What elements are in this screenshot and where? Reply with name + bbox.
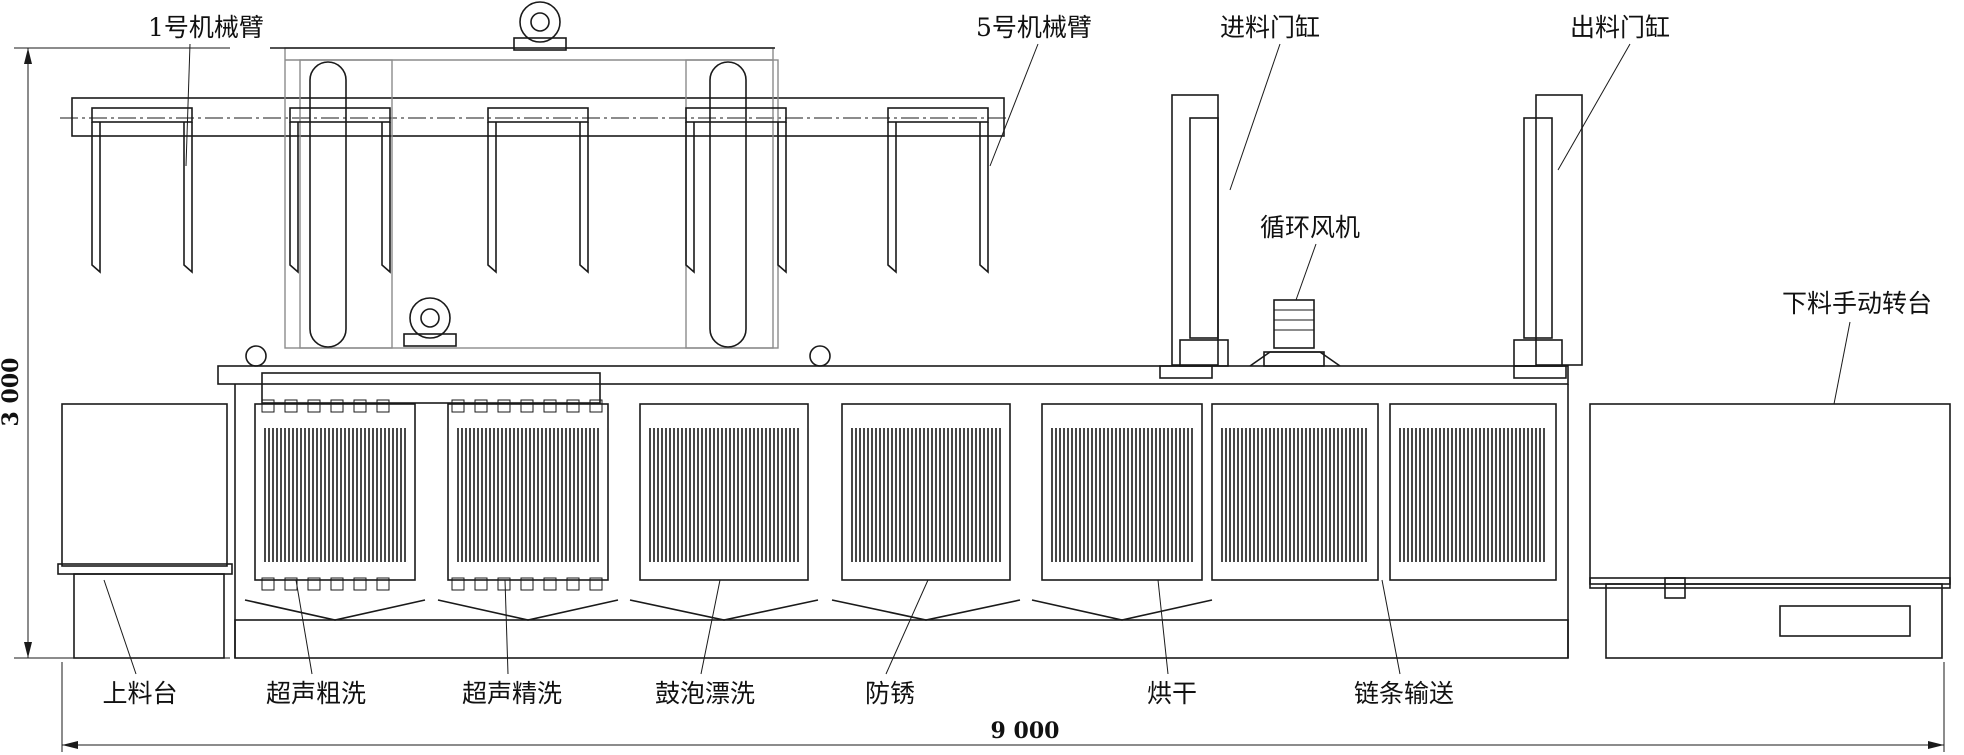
leader-line xyxy=(295,579,313,675)
label-arm5: 5号机械臂 xyxy=(976,13,1092,42)
label-bottom-4: 鼓泡漂洗 xyxy=(655,679,755,708)
leader-line xyxy=(885,579,929,675)
tank-4 xyxy=(831,403,1021,621)
leader-line xyxy=(1157,579,1169,675)
label-outlet-cylinder: 出料门缸 xyxy=(1570,13,1670,42)
basket-rack xyxy=(649,428,799,562)
width-dimension: 9 000 xyxy=(61,662,1945,752)
robot-arm-4 xyxy=(685,107,787,274)
robot-arm-5 xyxy=(887,107,989,274)
label-unload-turntable: 下料手动转台 xyxy=(1782,289,1932,318)
unload-turntable xyxy=(1589,403,1951,659)
labels-bottom: 上料台 超声粗洗 超声精洗 鼓泡漂洗 防锈 烘干 链条输送 xyxy=(102,579,1454,708)
leader-line xyxy=(1381,579,1401,675)
labels-top: 1号机械臂 5号机械臂 进料门缸 出料门缸 循环风机 下料手动转台 xyxy=(148,13,1932,405)
robot-arm-2 xyxy=(289,107,391,274)
circulation-fan xyxy=(1249,299,1341,367)
robot-arm-3 xyxy=(487,107,589,274)
label-bottom-5: 防锈 xyxy=(865,679,915,708)
height-dimension-label: 3 000 xyxy=(0,358,24,427)
tank-7 xyxy=(1389,403,1557,581)
load-table xyxy=(57,403,233,659)
robot-arm-rail xyxy=(60,97,1010,137)
lower-motor xyxy=(403,297,457,347)
tank-3 xyxy=(629,403,819,621)
basket-rack xyxy=(457,428,599,562)
inlet-door-cylinder xyxy=(1159,94,1229,379)
tank-5 xyxy=(1031,403,1213,621)
process-tanks xyxy=(244,399,1557,621)
leader-line xyxy=(700,579,721,675)
lifting-frame xyxy=(270,47,779,349)
label-inlet-cylinder: 进料门缸 xyxy=(1220,13,1320,42)
basket-rack xyxy=(1051,428,1193,562)
top-motor xyxy=(513,1,567,51)
label-bottom-7: 链条输送 xyxy=(1354,679,1454,708)
height-dimension: 3 000 xyxy=(0,47,230,659)
label-bottom-3: 超声精洗 xyxy=(462,679,562,708)
label-bottom-1: 上料台 xyxy=(102,679,177,708)
tank-1 xyxy=(244,403,426,621)
basket-rack xyxy=(264,428,406,562)
tank-2 xyxy=(437,403,619,621)
width-dimension-label: 9 000 xyxy=(991,718,1060,744)
basket-rack xyxy=(1399,428,1545,562)
outlet-door-cylinder xyxy=(1513,94,1583,379)
robot-arms xyxy=(91,107,989,274)
basket-rack xyxy=(851,428,1001,562)
tank-6 xyxy=(1211,403,1379,581)
robot-arm-1 xyxy=(91,107,193,274)
label-bottom-6: 烘干 xyxy=(1147,679,1197,708)
machine-body xyxy=(217,345,1569,659)
leader-line xyxy=(103,579,137,675)
label-arm1: 1号机械臂 xyxy=(148,13,264,42)
label-bottom-2: 超声粗洗 xyxy=(266,679,366,708)
leader-line xyxy=(504,579,509,675)
label-fan: 循环风机 xyxy=(1260,213,1360,242)
basket-rack xyxy=(1221,428,1367,562)
